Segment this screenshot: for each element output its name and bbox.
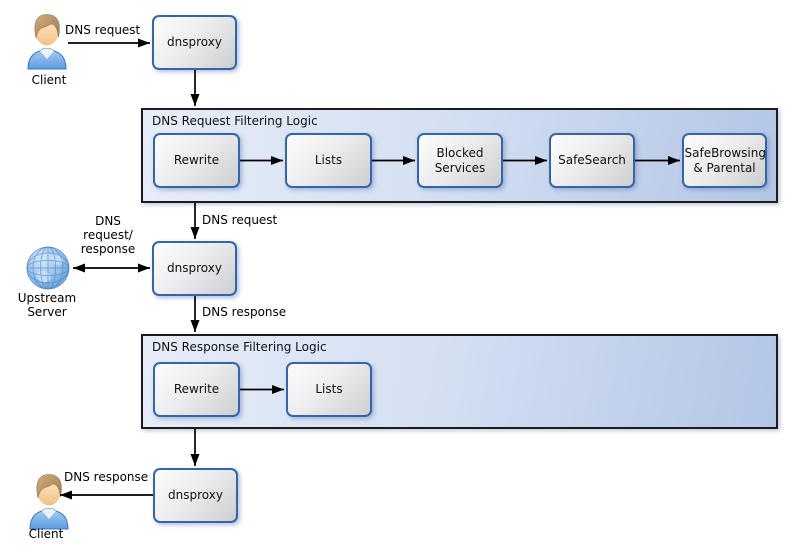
filter-box-lists-request: Lists [285,133,372,188]
edge-label-upstream-exchange: DNS request/ response [80,214,136,256]
filter-box-label: Lists [314,153,343,168]
client-top-label: Client [31,73,67,87]
response-filtering-title: DNS Response Filtering Logic [152,340,327,354]
filter-box-label: Blocked Services [434,146,486,175]
dnsproxy-node-bottom: dnsproxy [153,468,238,523]
dnsproxy-node-label: dnsproxy [167,261,222,276]
filter-box-rewrite-response: Rewrite [153,362,240,417]
dnsproxy-node-middle: dnsproxy [152,241,237,296]
client-person-icon [29,474,69,530]
dnsproxy-node-label: dnsproxy [167,35,222,50]
filter-box-safesearch: SafeSearch [549,133,635,188]
edge-label-client-request: DNS request [65,23,141,37]
filter-box-blocked-services: Blocked Services [417,133,503,188]
client-bottom-label: Client [28,527,64,541]
edge-label-client-response: DNS response [64,470,149,484]
filter-box-label: SafeSearch [558,153,626,168]
dnsproxy-node-top: dnsproxy [152,15,237,70]
filter-box-label: Rewrite [173,382,220,397]
edge-label-filtered-request: DNS request [202,213,278,227]
request-filtering-title: DNS Request Filtering Logic [152,114,318,128]
filter-box-label: Rewrite [173,153,220,168]
dnsproxy-node-label: dnsproxy [168,488,223,503]
filter-box-lists-response: Lists [286,362,372,417]
filter-box-label: SafeBrowsing & Parental [684,146,766,175]
upstream-server-label: Upstream Server [17,291,77,319]
client-person-icon [27,14,67,70]
response-filtering-container: DNS Response Filtering Logic [141,334,778,429]
edge-label-proxy-response: DNS response [202,305,287,319]
filter-box-safebrowsing-parental: SafeBrowsing & Parental [682,133,767,188]
filter-box-label: Lists [315,382,343,397]
upstream-server-globe-icon [26,246,70,290]
filter-box-rewrite-request: Rewrite [153,133,240,188]
